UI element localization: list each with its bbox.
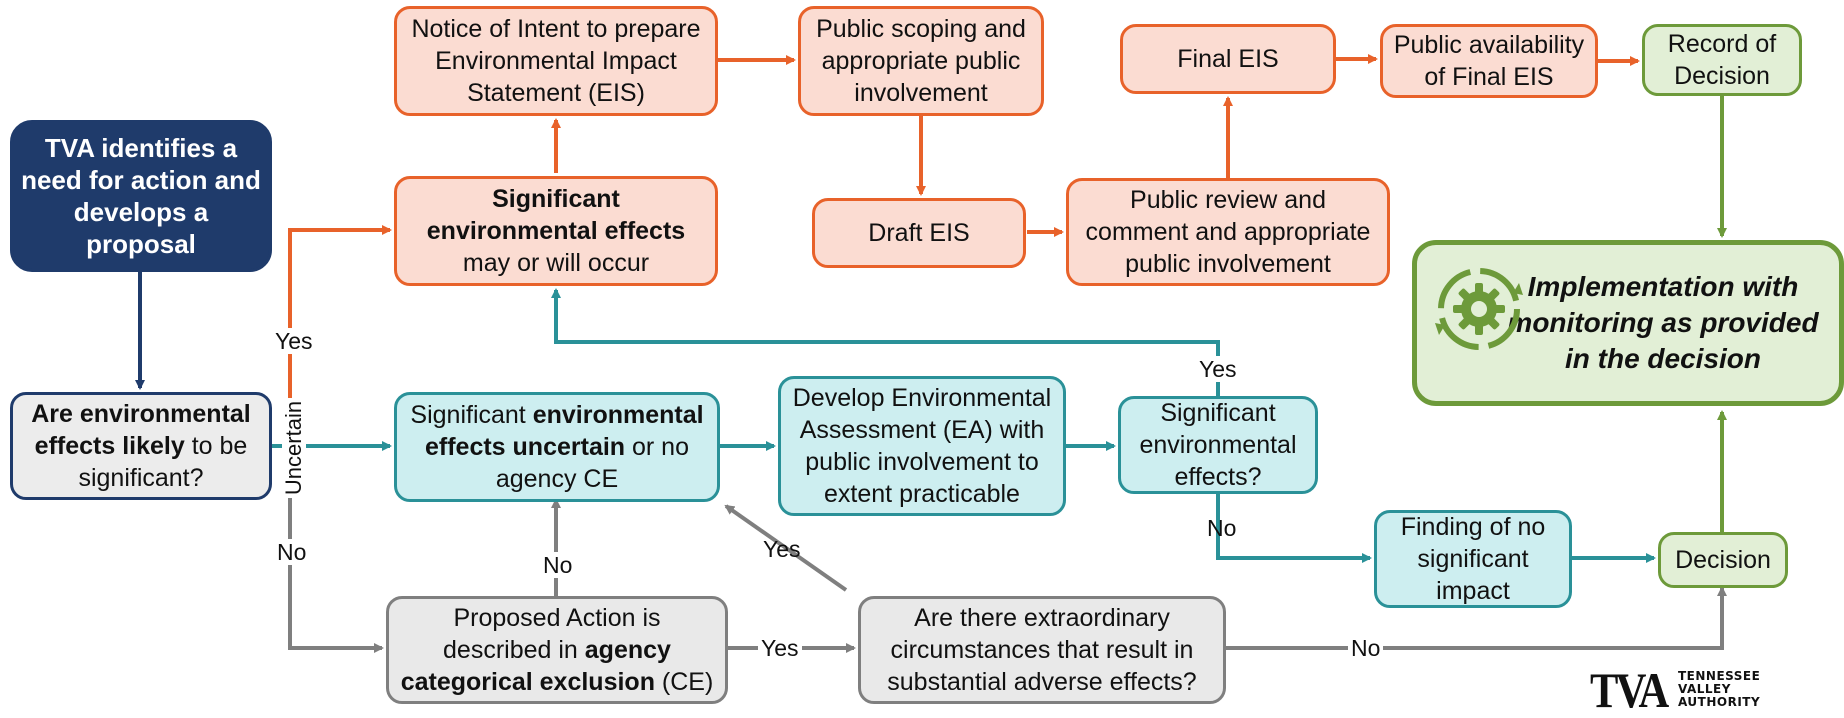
node-public-scoping: Public scoping and appropriate public in… bbox=[798, 6, 1044, 116]
node-proposed-action: Proposed Action is described in agency c… bbox=[386, 596, 728, 704]
label-no-right: No bbox=[1207, 515, 1237, 541]
node-decision: Decision bbox=[1658, 532, 1788, 588]
label-no-bottom: No bbox=[1348, 635, 1384, 661]
node-develop-ea: Develop Environmental Assessment (EA) wi… bbox=[778, 376, 1066, 516]
node-notice-of-intent: Notice of Intent to prepare Environmenta… bbox=[394, 6, 718, 116]
label-uncertain: Uncertain bbox=[281, 398, 306, 498]
proposed-rest: (CE) bbox=[654, 668, 714, 696]
label-yes-left: Yes bbox=[272, 328, 316, 354]
tva-logo: TVA TENNESSEE VALLEY AUTHORITY bbox=[1590, 662, 1790, 718]
node-final-eis: Final EIS bbox=[1120, 24, 1336, 94]
node-public-review: Public review and comment and appropriat… bbox=[1066, 178, 1390, 286]
node-implementation: Implementation with monitoring as provid… bbox=[1412, 240, 1844, 406]
gear-cycle-icon bbox=[1435, 268, 1523, 350]
node-extraordinary: Are there extraordinary circumstances th… bbox=[858, 596, 1226, 704]
label-yes-bottom: Yes bbox=[758, 635, 802, 661]
proposed-bold: agency categorical exclusion bbox=[400, 636, 671, 696]
node-fonsi: Finding of no significant impact bbox=[1374, 510, 1572, 608]
significant-bold: Significant environmental effects bbox=[426, 185, 686, 245]
uncertain-rest: or no agency CE bbox=[495, 433, 689, 493]
node-tva-start: TVA identifies a need for action and dev… bbox=[10, 120, 272, 272]
label-no-left: No bbox=[274, 539, 310, 565]
node-significant-question: Significant environmental effects? bbox=[1118, 396, 1318, 494]
uncertain-bold: environmental effects uncertain bbox=[425, 401, 704, 461]
significant-rest: may or will occur bbox=[462, 249, 650, 277]
edge-extraordinary-no-to-decision bbox=[1226, 586, 1727, 650]
uncertain-pre: Significant bbox=[410, 401, 533, 429]
node-effects-uncertain: Significant environmental effects uncert… bbox=[394, 392, 720, 502]
node-significant-effects: Significant environmental effects may or … bbox=[394, 176, 718, 286]
tva-logo-words: TENNESSEE VALLEY AUTHORITY bbox=[1678, 669, 1761, 709]
node-question-significant: Are environmental effects likely to be s… bbox=[10, 392, 272, 500]
label-no-up: No bbox=[540, 552, 576, 578]
edge-extraordinary-yes-to-uncertain bbox=[724, 504, 848, 592]
question-rest: to be significant? bbox=[78, 432, 248, 492]
tva-logo-mark: TVA bbox=[1590, 662, 1669, 718]
label-yes-right: Yes bbox=[1196, 356, 1240, 382]
proposed-pre: Proposed Action is described in bbox=[443, 604, 661, 664]
node-draft-eis: Draft EIS bbox=[812, 198, 1026, 268]
edge-question-no-to-fonsi bbox=[1216, 494, 1372, 563]
question-bold: Are environmental effects likely bbox=[31, 400, 251, 460]
edge-no-to-proposed bbox=[288, 446, 384, 653]
label-yes-diag: Yes bbox=[763, 536, 801, 562]
node-public-availability: Public availability of Final EIS bbox=[1380, 24, 1598, 98]
node-record-of-decision: Record of Decision bbox=[1642, 24, 1802, 96]
